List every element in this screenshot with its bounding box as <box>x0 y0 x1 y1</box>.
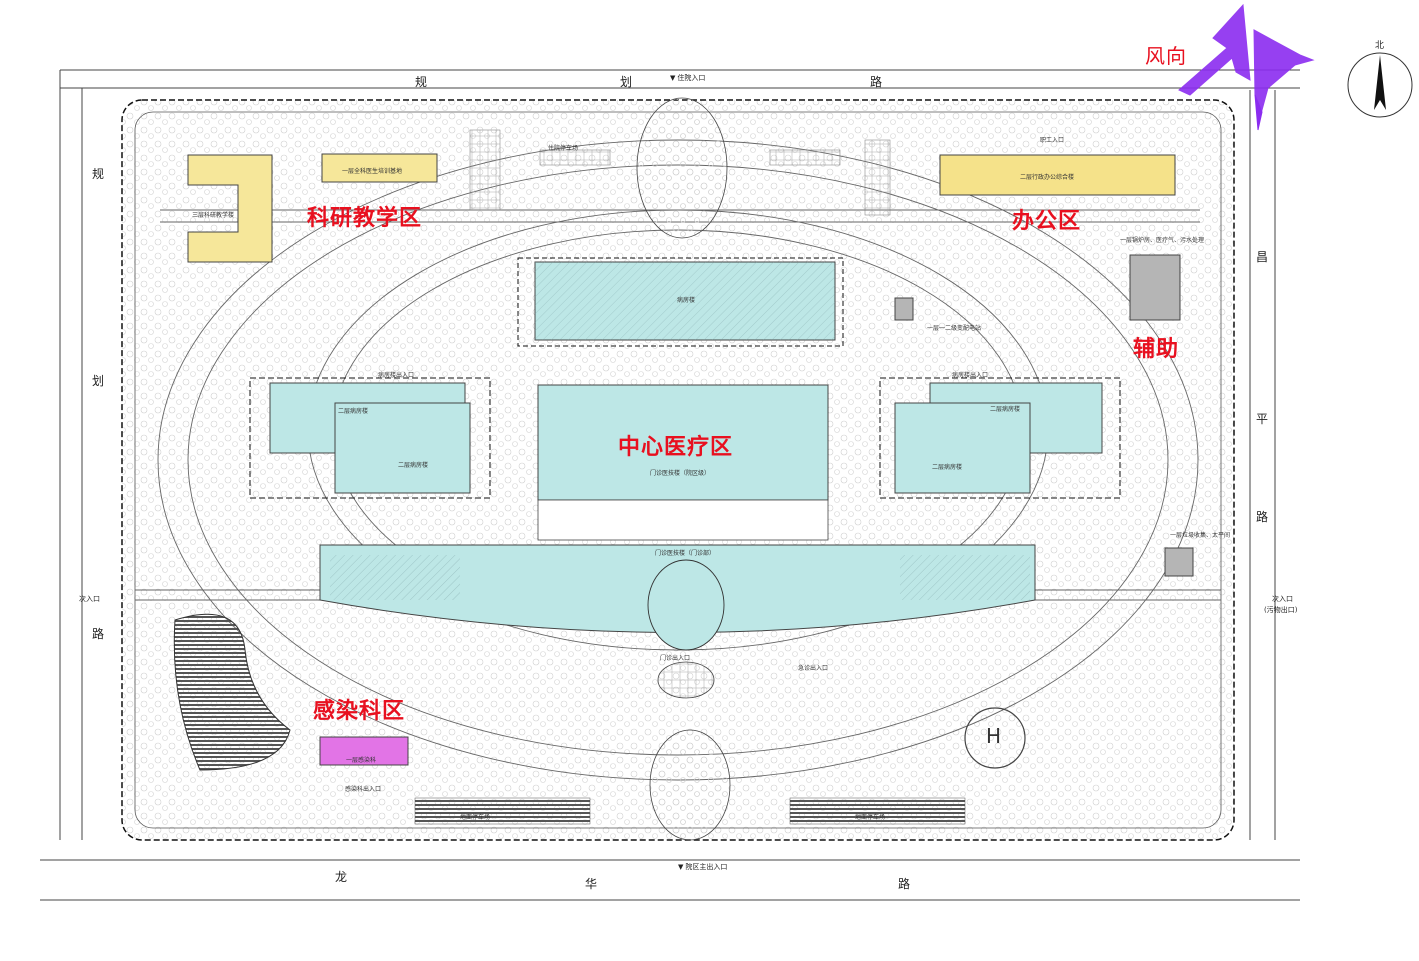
north-compass <box>1347 52 1413 118</box>
wind-label: 风向 <box>1145 44 1187 68</box>
emergency-entry-label: 急诊出入口 <box>798 665 829 672</box>
parking-strip-left <box>469 129 501 211</box>
parking-strip-north-right <box>769 149 841 166</box>
ward-left-label: 二层病房楼 <box>338 408 369 415</box>
medical-tech-label: 门诊医技楼（院区级） <box>650 470 711 477</box>
entrance-right: 次入口 <box>1272 595 1293 603</box>
north-parking-label: 住院停车场 <box>548 145 579 152</box>
research-building-label: 三层科研教学楼 <box>192 212 235 219</box>
helipad-label: H <box>986 724 1003 748</box>
road-right-1: 昌 <box>1256 250 1269 264</box>
outer-roads <box>40 69 1300 901</box>
ward-entry-left-label: 病房楼出入口 <box>378 372 415 379</box>
infection-building <box>319 736 409 766</box>
aux-building-label: 一层锅炉房、医疗气、污水处理 <box>1120 237 1205 244</box>
aux-boiler-building <box>1129 254 1181 321</box>
parking-1-label: 地面停车场 <box>460 814 491 821</box>
parking-strip-south-left <box>414 797 591 825</box>
office-building-label: 二层行政办公综合楼 <box>1020 174 1075 181</box>
zone-label-auxiliary: 辅助 <box>1133 337 1180 362</box>
parking-strip-right <box>864 139 891 216</box>
zone-label-office: 办公区 <box>1012 209 1082 234</box>
road-bottom-3: 路 <box>898 877 911 891</box>
outpatient-label: 门诊医技楼（门诊部） <box>655 550 716 557</box>
road-top-3: 路 <box>870 75 883 89</box>
research-top-building <box>321 153 438 183</box>
research-building <box>187 154 273 263</box>
infection-garden <box>173 613 291 771</box>
north-label: 北 <box>1375 41 1385 51</box>
road-right-3: 路 <box>1256 510 1269 524</box>
inpatient-label: 病房楼 <box>677 297 696 304</box>
ward-entry-right-label: 病房楼出入口 <box>952 372 989 379</box>
infection-entry-label: 感染科出入口 <box>345 786 382 793</box>
central-medical-complex <box>249 257 1121 699</box>
aux-substation <box>894 297 914 321</box>
aux-small-label: 一层一二级变配电站 <box>927 325 982 332</box>
road-top-1: 规 <box>415 75 428 89</box>
parking-strip-south-right <box>789 797 966 825</box>
outpatient-entry-label: 门诊出入口 <box>660 655 691 662</box>
zone-label-infection: 感染科区 <box>313 699 406 724</box>
ward-left2-label: 二层病房楼 <box>398 462 429 469</box>
parking-2-label: 地面停车场 <box>855 814 886 821</box>
road-left-1: 规 <box>92 167 105 181</box>
road-top-2: 划 <box>620 75 633 89</box>
ward-right-label: 二层病房楼 <box>990 406 1021 413</box>
aux-morgue <box>1164 547 1194 577</box>
entrance-right-note: (污物出口) <box>1264 606 1298 614</box>
road-bottom-2: 华 <box>585 877 598 891</box>
entrance-bottom: 院区主出入口 <box>678 862 727 872</box>
road-right-2: 平 <box>1256 412 1269 426</box>
entrance-left: 次入口 <box>79 595 100 603</box>
research-top-label: 一层全科医生培训基地 <box>342 168 403 175</box>
wind-direction-arrow <box>1178 3 1315 131</box>
entrance-top: 住院入口 <box>670 73 705 83</box>
north-plaza <box>636 97 728 239</box>
road-bottom-1: 龙 <box>335 870 348 884</box>
road-left-3: 路 <box>92 627 105 641</box>
office-building <box>939 154 1176 196</box>
ward-right2-label: 二层病房楼 <box>932 464 963 471</box>
helipad <box>964 707 1026 769</box>
parking-strip-north-left <box>539 149 611 166</box>
zone-label-research: 科研教学区 <box>307 206 423 231</box>
road-left-2: 划 <box>92 374 105 388</box>
staff-entry-label: 职工入口 <box>1040 137 1065 144</box>
south-plaza <box>649 729 731 841</box>
infection-building-label: 一层感染科 <box>346 757 377 764</box>
aux-small2-label: 一层垃圾收集、太平间 <box>1170 532 1231 539</box>
zone-label-central: 中心医疗区 <box>618 435 734 460</box>
